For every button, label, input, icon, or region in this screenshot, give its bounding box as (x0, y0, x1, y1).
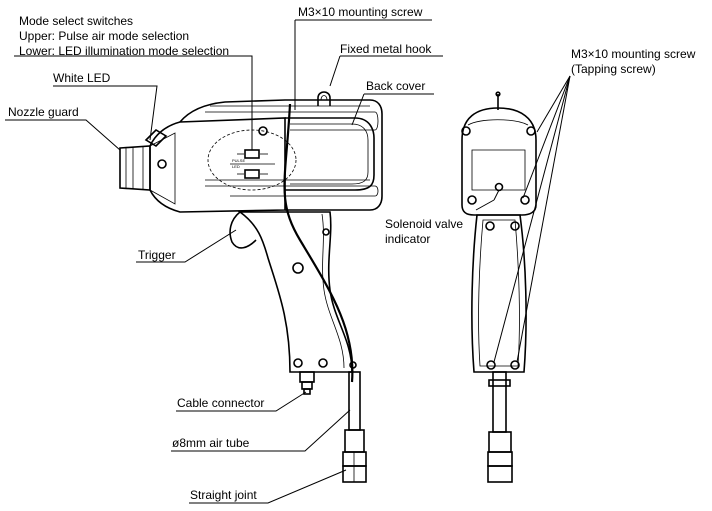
back-cover (285, 117, 375, 191)
labels: Mode select switches Upper: Pulse air mo… (8, 5, 696, 502)
rear-view (461, 91, 537, 483)
trigger (229, 211, 257, 249)
label-lower-mode: Lower: LED illumination mode selection (19, 44, 229, 58)
label-fixed-hook: Fixed metal hook (340, 42, 432, 56)
label-mounting-screw-right: M3×10 mounting screw (571, 47, 696, 61)
svg-text:PULSE: PULSE (232, 158, 245, 163)
label-solenoid-valve: Solenoid valve (385, 217, 463, 231)
label-tapping-screw: (Tapping screw) (571, 62, 656, 76)
cable-connector (299, 371, 315, 395)
solenoid-valve-indicator (494, 182, 504, 192)
side-view: PULSE LED (119, 91, 383, 483)
label-white-led: White LED (53, 71, 111, 85)
label-mode-select: Mode select switches (19, 14, 133, 28)
air-tube (348, 371, 361, 431)
label-back-cover: Back cover (366, 79, 425, 93)
mode-select-switches: PULSE LED (230, 149, 275, 179)
front-screw (157, 159, 167, 169)
svg-text:LED: LED (232, 164, 240, 169)
handle (237, 211, 353, 373)
label-nozzle-guard: Nozzle guard (8, 105, 79, 119)
nozzle-guard (119, 145, 151, 191)
label-indicator: indicator (385, 232, 430, 246)
white-led (144, 128, 168, 148)
label-upper-mode: Upper: Pulse air mode selection (19, 29, 189, 43)
straight-joint (342, 429, 367, 483)
label-cable-connector: Cable connector (177, 396, 264, 410)
leader-lines (5, 19, 571, 504)
label-air-tube: ø8mm air tube (172, 436, 250, 450)
label-straight-joint: Straight joint (190, 488, 257, 502)
label-mounting-screw-top: M3×10 mounting screw (298, 5, 423, 19)
label-trigger: Trigger (138, 248, 176, 262)
fixed-metal-hook (317, 91, 331, 106)
